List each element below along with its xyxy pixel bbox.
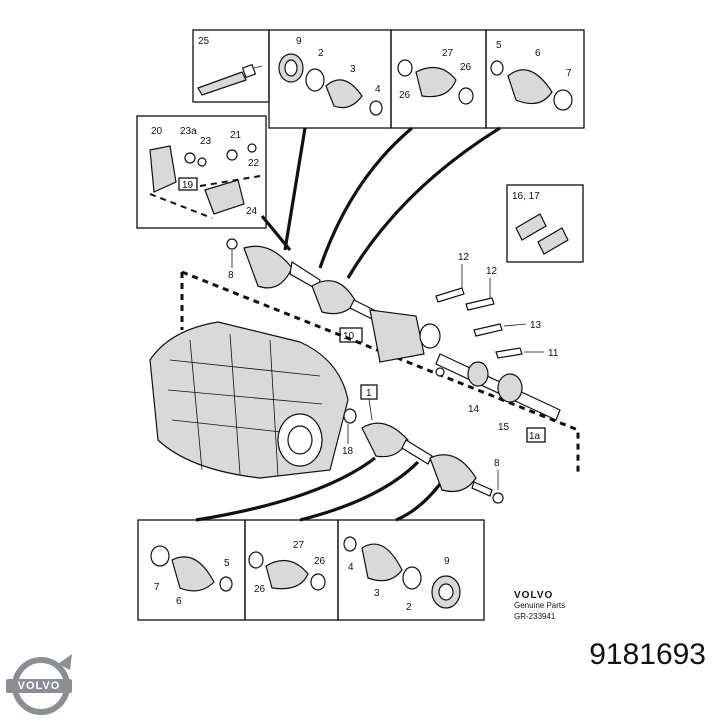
callout-18: 18 — [342, 446, 354, 457]
callout-27-b: 27 — [293, 540, 305, 551]
inset-clamps-27-bottom: 27 26 26 — [244, 519, 339, 621]
genuine-parts-stamp: VOLVO Genuine Parts GR-233941 — [514, 590, 565, 621]
callout-25: 25 — [198, 36, 210, 47]
callout-5-b: 5 — [224, 558, 230, 569]
callout-2: 2 — [318, 48, 324, 59]
callout-11: 11 — [548, 348, 559, 359]
inset-bushings-16-17: 16, 17 — [506, 184, 584, 263]
callout-arrows-top — [260, 126, 501, 279]
callout-24: 24 — [246, 206, 258, 217]
callout-arrows-bottom — [195, 456, 442, 522]
inset-inner-boot-kit: 9 2 3 4 — [268, 29, 392, 129]
callout-9: 9 — [296, 36, 302, 47]
callout-27: 27 — [442, 48, 454, 59]
gearbox-housing — [149, 321, 349, 479]
callout-26-c: 26 — [314, 556, 326, 567]
callout-5: 5 — [496, 40, 502, 51]
callout-26: 26 — [460, 62, 472, 73]
inset-outer-boot-kit-bottom: 5 7 6 — [137, 519, 246, 621]
inset-clamps-27: 27 26 26 — [390, 29, 487, 129]
intermediate-shaft: 10 14 15 1a 12 12 13 11 — [339, 252, 561, 443]
callout-12: 12 — [458, 252, 470, 263]
stamp-brand: VOLVO — [514, 590, 553, 601]
callout-1: 1 — [366, 388, 372, 399]
callout-26-d: 26 — [254, 584, 266, 595]
lower-driveshaft: 1 18 8 — [342, 384, 504, 504]
upper-driveshaft: 8 — [226, 238, 379, 321]
callout-26-b: 26 — [399, 90, 411, 101]
callout-7: 7 — [566, 68, 572, 79]
callout-21: 21 — [230, 130, 242, 141]
callout-20: 20 — [151, 126, 163, 137]
callout-7-b: 7 — [154, 582, 160, 593]
inset-bracket: 20 23a 23 21 22 19 24 — [136, 115, 267, 229]
callout-6: 6 — [535, 48, 541, 59]
stamp-ref: GR-233941 — [514, 612, 556, 621]
callout-8-b: 8 — [494, 458, 500, 469]
callout-3-b: 3 — [374, 588, 380, 599]
callout-1a: 1a — [529, 431, 541, 442]
inset-tube-25: 25 — [192, 29, 270, 103]
callout-23: 23 — [200, 136, 212, 147]
callout-23a: 23a — [180, 126, 197, 137]
callout-19: 19 — [182, 180, 194, 191]
inset-inner-boot-kit-bottom: 4 3 2 9 — [337, 519, 485, 621]
stamp-subtitle: Genuine Parts — [514, 601, 565, 610]
callout-15: 15 — [498, 422, 510, 433]
inset-outer-boot-kit: 5 6 7 — [485, 29, 585, 129]
callout-4-b: 4 — [348, 562, 354, 573]
callout-2-b: 2 — [406, 602, 412, 613]
callout-12-b: 12 — [486, 266, 498, 277]
callout-16-17: 16, 17 — [512, 191, 540, 202]
logo-wordmark: VOLVO — [6, 679, 72, 693]
callout-8: 8 — [228, 270, 234, 281]
callout-9-b: 9 — [444, 556, 450, 567]
callout-3: 3 — [350, 64, 356, 75]
assembly-frame — [180, 270, 580, 476]
callout-4: 4 — [375, 84, 381, 95]
callout-14: 14 — [468, 404, 480, 415]
callout-6-b: 6 — [176, 596, 182, 607]
callout-10: 10 — [343, 331, 355, 342]
callout-13: 13 — [530, 320, 542, 331]
part-number: 9181693 — [589, 638, 706, 671]
callout-22: 22 — [248, 158, 260, 169]
